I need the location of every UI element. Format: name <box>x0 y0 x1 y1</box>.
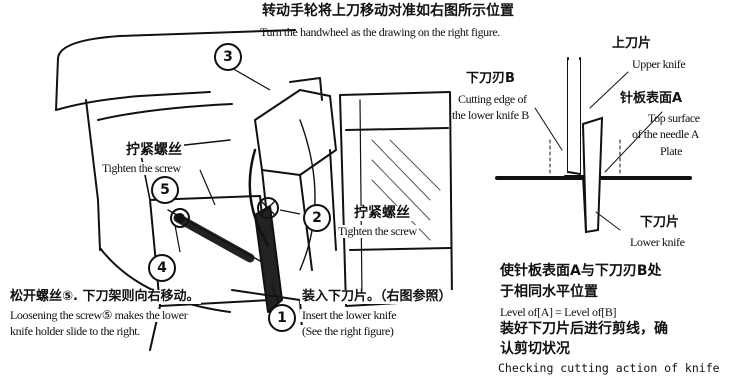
needle-plate-label-en-line1: Top surface <box>648 111 700 125</box>
lower-knife-label-en: Lower knife <box>630 235 685 249</box>
insert-note-en-line2: (See the right figure) <box>300 324 396 338</box>
cutting-edge-label-zh: 下刀刃B <box>466 71 515 86</box>
callout-1: 1 <box>268 304 296 332</box>
knife-detail-figure <box>495 57 692 234</box>
leader-lines <box>174 66 331 303</box>
level-note-en: Level of[A] = Level of[B] <box>500 305 617 319</box>
tighten-right-zh: 拧紧螺丝 <box>352 205 412 221</box>
level-note-zh-line2: 于相同水平位置 <box>500 284 598 300</box>
insert-note-zh: 装入下刀片。（右图参照） <box>300 289 454 304</box>
check-note-en: Checking cutting action of knife <box>498 361 720 375</box>
loosen-note-en-line1: Loosening the screw⑤ makes the lower <box>8 308 190 322</box>
level-note-zh-line1: 使针板表面A与下刀刃B处 <box>500 263 662 279</box>
needle-plate-label-en-line3: Plate <box>660 144 682 158</box>
check-note-zh-line2: 认剪切状况 <box>500 341 570 357</box>
callout-5: 5 <box>151 176 179 204</box>
callout-3: 3 <box>214 43 242 71</box>
upper-knife-label-zh: 上刀片 <box>612 36 652 51</box>
lower-knife-label-zh: 下刀片 <box>640 215 680 230</box>
callout-4: 4 <box>148 254 176 282</box>
top-instruction-en: Turn the handwheel as the drawing on the… <box>260 25 500 39</box>
needle-plate-label-en-line2: of the needle A <box>632 127 699 141</box>
callout-2: 2 <box>303 204 331 232</box>
tighten-left-zh: 拧紧螺丝 <box>124 142 184 158</box>
insert-note-en-line1: Insert the lower knife <box>300 308 399 322</box>
cutting-edge-label-en-line2: the lower knife B <box>452 108 529 122</box>
top-instruction-zh: 转动手轮将上刀移动对准如右图所示位置 <box>262 3 514 19</box>
tighten-right-en: Tighten the screw <box>336 224 419 238</box>
loosen-note-en-line2: knife holder slide to the right. <box>8 324 142 338</box>
tighten-left-en: Tighten the screw <box>100 161 183 175</box>
needle-plate-label-zh: 针板表面A <box>620 91 683 106</box>
check-note-zh-line1: 装好下刀片后进行剪线，确 <box>500 321 668 337</box>
upper-knife-label-en: Upper knife <box>632 57 686 71</box>
cutting-edge-label-en-line1: Cutting edge of <box>458 92 527 106</box>
loosen-note-zh: 松开螺丝⑤. 下刀架则向右移动。 <box>8 289 202 304</box>
